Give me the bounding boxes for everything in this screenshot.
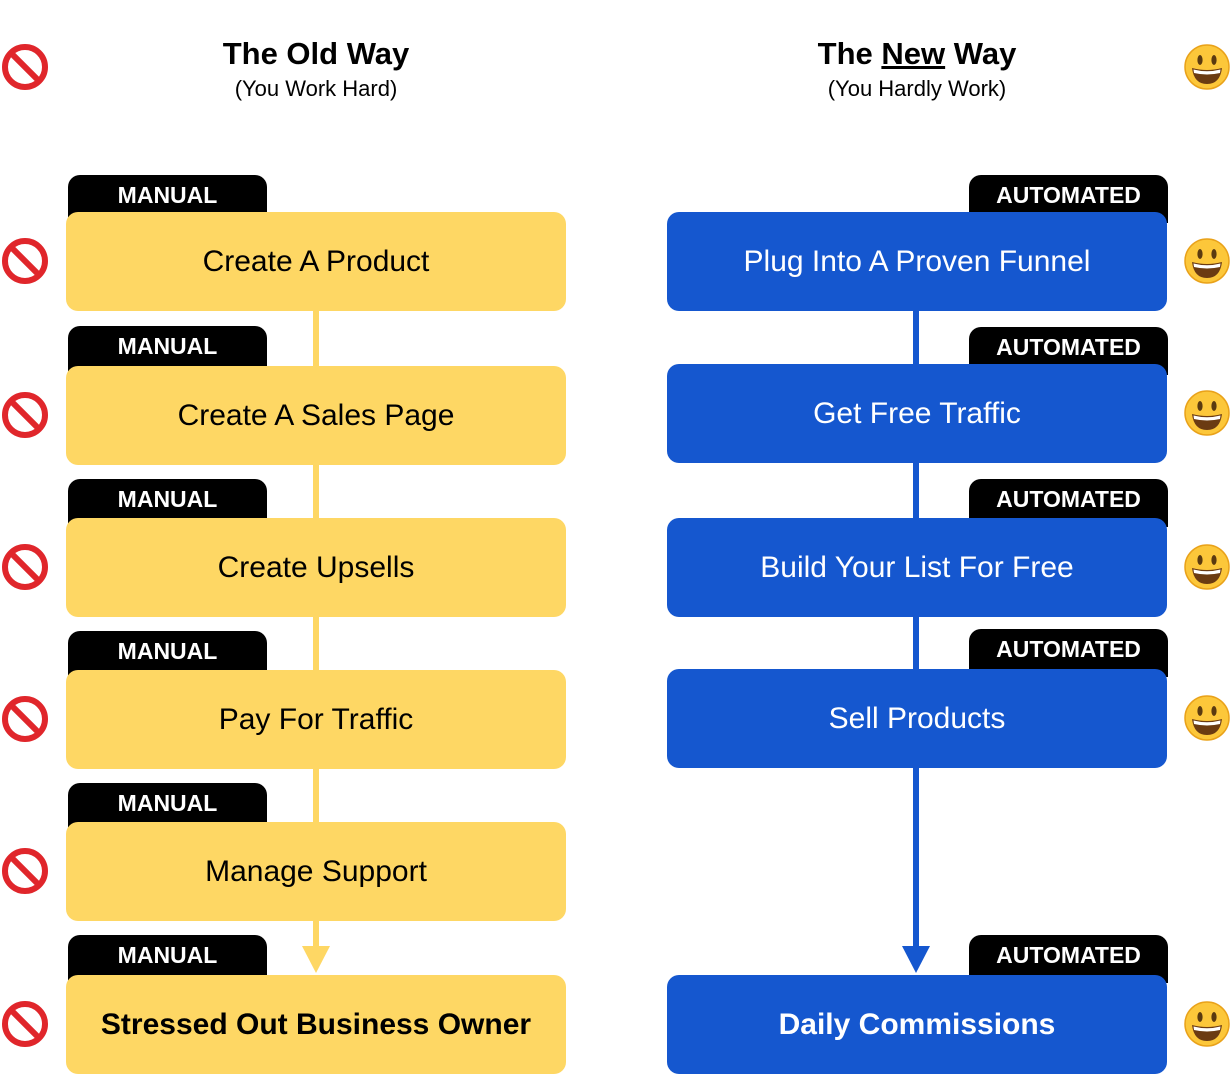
step-box: Pay For Traffic — [66, 670, 566, 769]
new-way-subtitle: (You Hardly Work) — [827, 76, 1007, 101]
prohibited-icon — [1, 1000, 49, 1048]
connector-line — [913, 762, 919, 948]
smiley-icon — [1183, 694, 1231, 742]
step-box: Create Upsells — [66, 518, 566, 617]
arrowhead-icon — [302, 946, 330, 973]
connector-line — [313, 916, 319, 948]
step-box: Daily Commissions — [667, 975, 1167, 1074]
connector-line — [913, 612, 919, 672]
connector-line — [913, 457, 919, 522]
prohibited-icon — [1, 43, 49, 91]
step-box: Create A Product — [66, 212, 566, 311]
old-way-subtitle: (You Work Hard) — [234, 76, 398, 101]
smiley-icon — [1183, 389, 1231, 437]
prohibited-icon — [1, 237, 49, 285]
smiley-icon — [1183, 543, 1231, 591]
arrowhead-icon — [902, 946, 930, 973]
new-way-title: The New Way — [717, 36, 1117, 72]
prohibited-icon — [1, 543, 49, 591]
step-box: Build Your List For Free — [667, 518, 1167, 617]
connector-line — [913, 305, 919, 367]
prohibited-icon — [1, 695, 49, 743]
title-part: The — [817, 36, 882, 71]
old-way-title: The Old Way — [222, 36, 410, 71]
smiley-icon — [1183, 237, 1231, 285]
step-box: Plug Into A Proven Funnel — [667, 212, 1167, 311]
step-box: Stressed Out Business Owner — [66, 975, 566, 1074]
step-box: Sell Products — [667, 669, 1167, 768]
connector-line — [313, 460, 319, 522]
prohibited-icon — [1, 847, 49, 895]
step-box: Create A Sales Page — [66, 366, 566, 465]
connector-line — [313, 764, 319, 826]
step-box: Get Free Traffic — [667, 364, 1167, 463]
title-part: Way — [945, 36, 1017, 71]
smiley-icon — [1183, 1000, 1231, 1048]
connector-line — [313, 612, 319, 674]
connector-line — [313, 305, 319, 370]
title-emphasis: New — [881, 36, 946, 71]
smiley-icon — [1183, 43, 1231, 91]
prohibited-icon — [1, 391, 49, 439]
step-box: Manage Support — [66, 822, 566, 921]
